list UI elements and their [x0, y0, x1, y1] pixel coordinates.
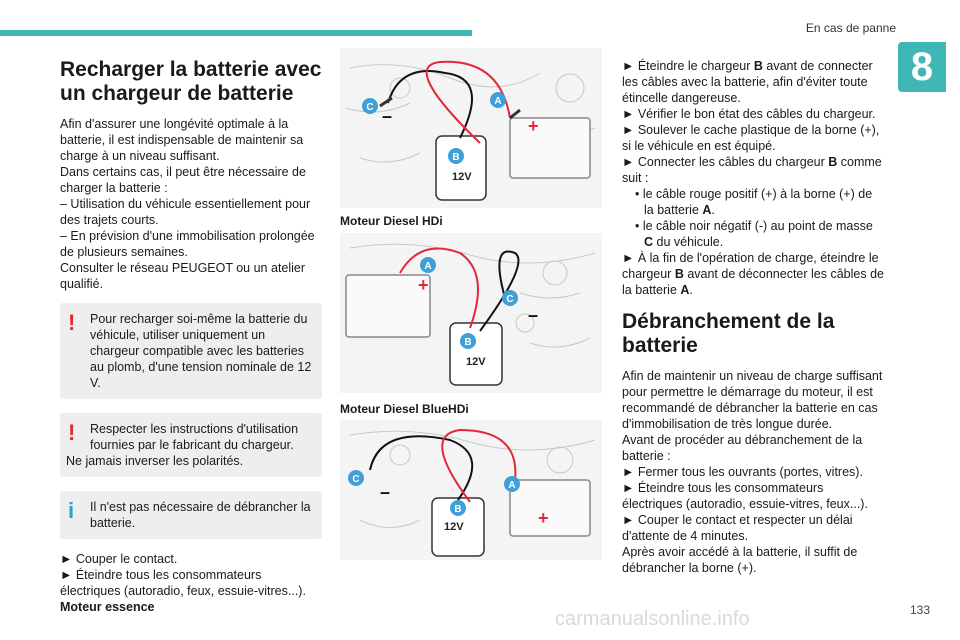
intro-line: Consulter le réseau PEUGEOT ou un atelie…	[60, 261, 306, 291]
label-b: B	[454, 504, 461, 515]
label-c: C	[352, 474, 359, 485]
info-icon: i	[68, 498, 75, 523]
instruction-line: ► Fermer tous les ouvrants (portes, vitr…	[622, 465, 863, 479]
warning-text: Pour recharger soi-même la batterie du v…	[90, 312, 312, 390]
warning-box-charger: ! Pour recharger soi-même la batterie du…	[60, 303, 322, 399]
instruction-line: ► Éteindre tous les consommateurs électr…	[622, 481, 868, 511]
charger-voltage: 12V	[452, 171, 472, 183]
instruction-line: ► Vérifier le bon état des câbles du cha…	[622, 107, 876, 121]
instruction-line: ► Soulever le cache plastique de la born…	[622, 123, 880, 153]
intro-line: – Utilisation du véhicule essentiellemen…	[60, 197, 311, 227]
info-box: i Il n'est pas nécessaire de débrancher …	[60, 491, 322, 539]
caption-diesel-bluehdi: Moteur Diesel BlueHDi	[340, 402, 469, 416]
label-c: C	[366, 102, 373, 113]
charger-voltage: 12V	[466, 356, 486, 368]
warning-text: Ne jamais inverser les polarités.	[66, 454, 244, 468]
label-a: A	[494, 96, 501, 107]
header-accent-bar	[0, 30, 472, 36]
label-b: B	[464, 337, 471, 348]
intro-line: Afin d'assurer une longévité optimale à …	[60, 117, 304, 163]
caption-diesel-hdi: Moteur Diesel HDi	[340, 214, 443, 228]
instruction-line: ► Éteindre le chargeur B avant de connec…	[622, 59, 873, 105]
sub-instruction-line: • le câble noir négatif (-) au point de …	[635, 219, 873, 249]
step-line: ► Couper le contact.	[60, 552, 178, 566]
section-heading-charging: Recharger la batterie avec un chargeur d…	[60, 58, 322, 105]
step-line: ► Éteindre tous les consommateurs électr…	[60, 568, 306, 598]
info-text: Il n'est pas nécessaire de débrancher la…	[90, 500, 311, 530]
page-number: 133	[909, 603, 930, 617]
warning-icon: !	[68, 420, 76, 445]
instruction-line: ► Couper le contact et respecter un déla…	[622, 513, 853, 543]
plus-sign: +	[528, 116, 539, 136]
instruction-line: ► À la fin de l'opération de charge, éte…	[622, 251, 884, 297]
section-heading-disconnect: Débranchement de la batterie	[622, 310, 835, 357]
label-a: A	[424, 261, 431, 272]
instruction-line: ► Connecter les câbles du chargeur B com…	[622, 155, 882, 185]
intro-line: Dans certains cas, il peut être nécessai…	[60, 165, 306, 195]
watermark: carmanualsonline.info	[555, 608, 750, 630]
chapter-number-tab: 8	[898, 42, 946, 92]
label-a: A	[508, 480, 515, 491]
intro-line: – En prévision d'une immobilisation prol…	[60, 229, 315, 259]
plus-sign: +	[418, 275, 429, 295]
sub-instruction-line: • le câble rouge positif (+) à la borne …	[635, 187, 873, 217]
warning-icon: !	[68, 310, 76, 335]
warning-box-instructions: ! Respecter les instructions d'utilisati…	[60, 413, 322, 477]
minus-sign: –	[382, 106, 392, 126]
plus-sign: +	[538, 508, 549, 528]
warning-text: Respecter les instructions d'utilisation…	[90, 422, 299, 452]
illustration-diesel-hdi: A C B 12V + –	[340, 233, 602, 393]
engine-label-petrol: Moteur essence	[60, 600, 155, 614]
label-c: C	[506, 294, 513, 305]
paragraph: Avant de procéder au débranchement de la…	[622, 433, 863, 463]
section-title: En cas de panne	[805, 21, 896, 35]
minus-sign: –	[528, 305, 538, 325]
paragraph: Afin de maintenir un niveau de charge su…	[622, 369, 883, 431]
illustration-petrol-engine: C A B 12V + –	[340, 48, 602, 208]
left-column: Recharger la batterie avec un chargeur d…	[60, 58, 322, 615]
charger-voltage: 12V	[444, 521, 464, 533]
right-column: ► Éteindre le chargeur B avant de connec…	[622, 58, 884, 576]
minus-sign: –	[380, 482, 390, 502]
paragraph: Après avoir accédé à la batterie, il suf…	[622, 545, 858, 575]
illustration-diesel-bluehdi: C A B 12V + –	[340, 420, 602, 560]
label-b: B	[452, 152, 459, 163]
